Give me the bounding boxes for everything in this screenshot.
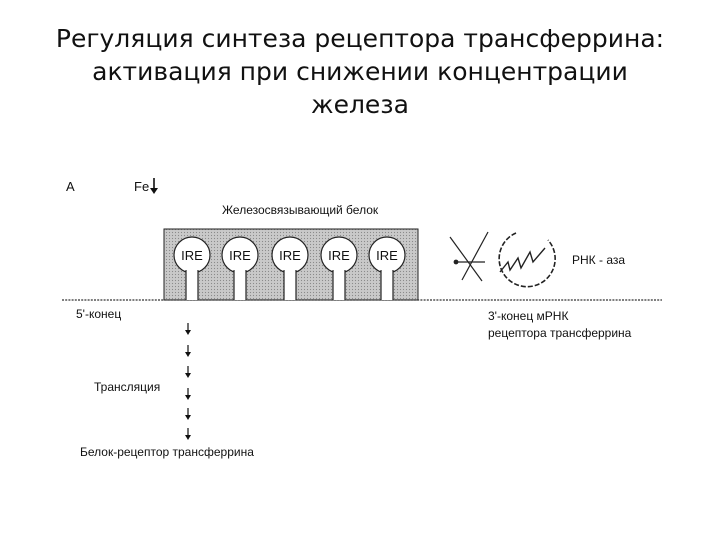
- down-arrow-icon: [185, 366, 191, 378]
- ire-loop-4: IRE: [320, 236, 358, 300]
- product-label: Белок-рецептор трансферрина: [80, 445, 254, 459]
- protein-label: Железосвязывающий белок: [222, 203, 379, 217]
- ire-loop-1: IRE: [173, 236, 211, 300]
- slide-title: Регуляция синтеза рецептора трансферрина…: [40, 22, 680, 121]
- ire-label-4: IRE: [328, 248, 350, 263]
- rnase-label: РНК - аза: [572, 253, 625, 267]
- translation-arrows: [185, 323, 191, 440]
- three-prime-label-line-1: 3'-конец мРНК: [488, 309, 568, 323]
- panel-label: А: [66, 179, 75, 194]
- title-line-2: активация при снижении концентрации: [92, 57, 628, 86]
- translation-label: Трансляция: [94, 380, 160, 394]
- five-prime-label: 5'-конец: [76, 307, 121, 321]
- title-line-3: железа: [311, 90, 409, 119]
- ire-label-3: IRE: [279, 248, 301, 263]
- three-prime-label-line-2: рецептора трансферрина: [488, 326, 632, 340]
- iron-label: Fe: [134, 179, 149, 194]
- down-arrow-icon: [185, 408, 191, 420]
- ire-label-2: IRE: [229, 248, 251, 263]
- ire-loop-2: IRE: [221, 236, 259, 300]
- down-arrow-icon: [185, 428, 191, 440]
- ire-label-5: IRE: [376, 248, 398, 263]
- rnase-icon: [498, 232, 556, 288]
- ire-label-1: IRE: [181, 248, 203, 263]
- down-arrow-icon: [185, 345, 191, 357]
- down-arrow-icon: [185, 388, 191, 400]
- ire-loop-5: IRE: [368, 236, 406, 300]
- title-line-1: Регуляция синтеза рецептора трансферрина…: [55, 24, 665, 53]
- iron-decrease-arrow-icon: [150, 178, 158, 194]
- ire-loop-3: IRE: [271, 236, 309, 300]
- down-arrow-icon: [185, 323, 191, 335]
- blocked-cleavage-icon: [449, 231, 489, 282]
